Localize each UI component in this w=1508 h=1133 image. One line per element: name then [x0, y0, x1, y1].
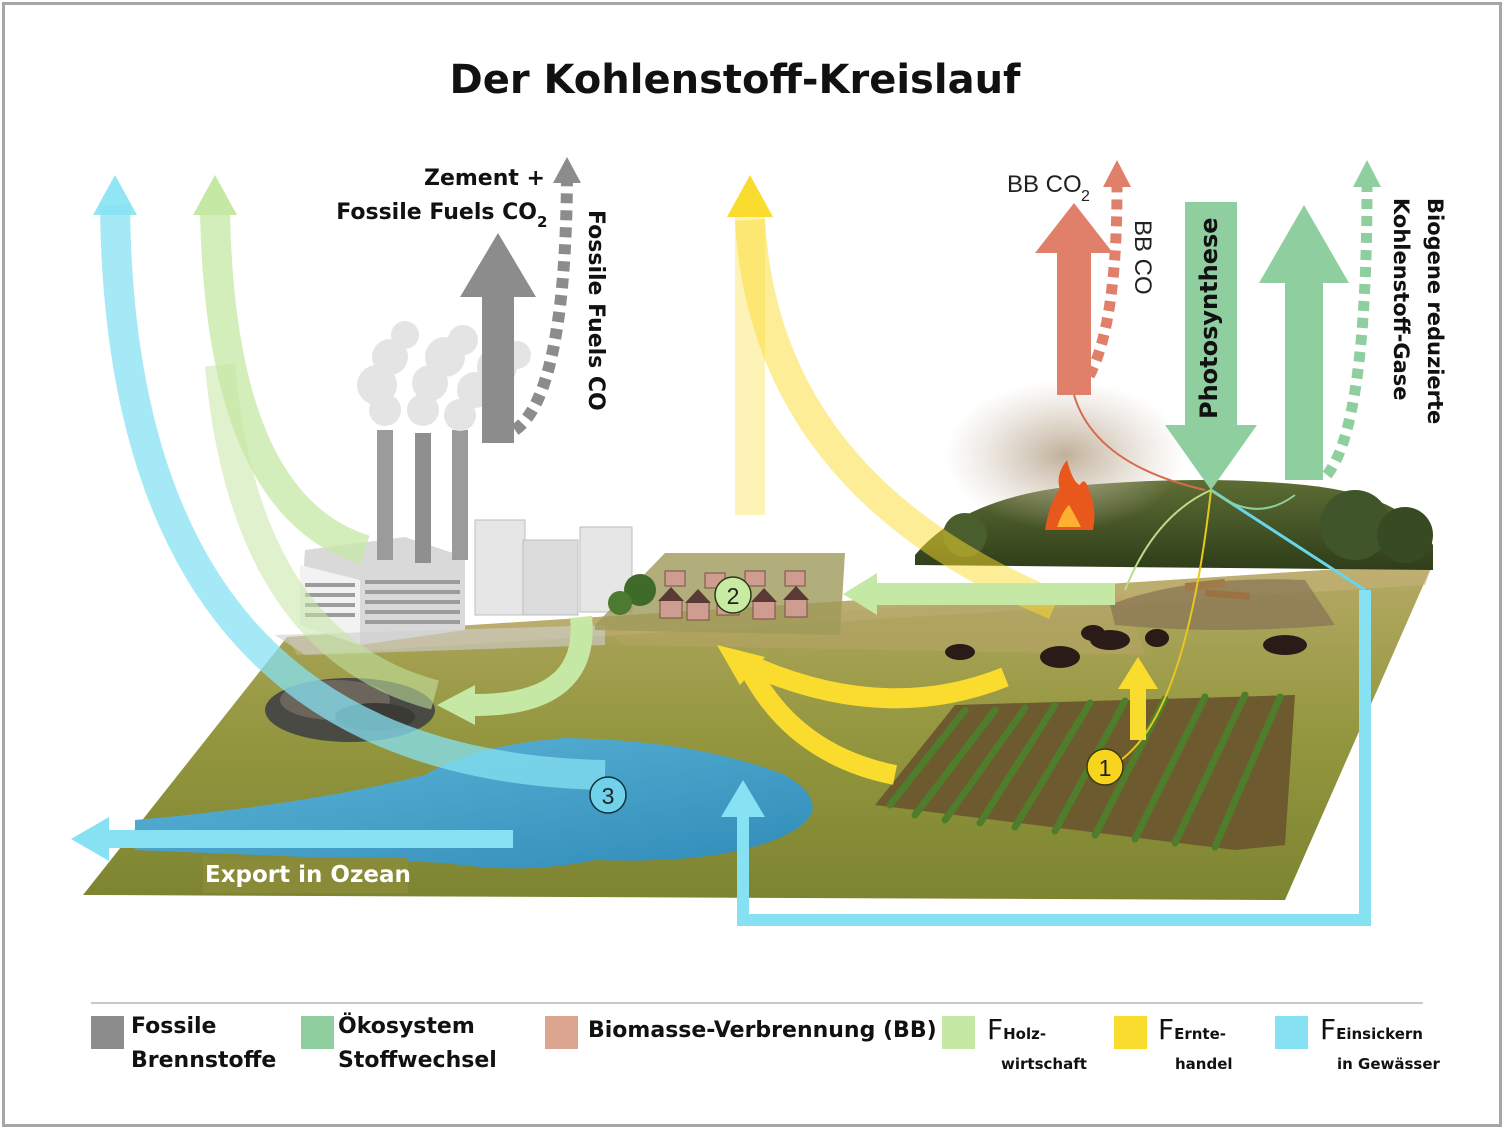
- label-bb-co2: BB CO: [1007, 171, 1082, 198]
- label-bb-co2-sub: 2: [1081, 188, 1090, 205]
- arrow-holz-left: [193, 175, 439, 710]
- arrow-ernte-small-up: [1118, 657, 1158, 740]
- arrow-oeko-up: [1259, 205, 1349, 480]
- svg-text:1: 1: [1099, 755, 1112, 781]
- label-bb-co: BB CO: [1129, 220, 1156, 295]
- label-photosynthese: Photosynthese: [1195, 217, 1223, 419]
- arrow-ernte-up: [727, 175, 1061, 619]
- marker-1: 1: [1086, 748, 1124, 786]
- marker-2: 2: [714, 576, 752, 614]
- legend-ernte-label: FErnte- handel: [1158, 1013, 1233, 1073]
- legend-swatch-einsickern: [1275, 1016, 1308, 1049]
- legend-fossil-line1: Fossile: [131, 1014, 217, 1039]
- flow-lines: [1112, 488, 1366, 766]
- marker-3: 3: [589, 776, 627, 814]
- arrow-bb-co: [1075, 160, 1131, 394]
- cleared-field: [1110, 578, 1335, 630]
- arrow-photosynthese: [1165, 202, 1257, 490]
- legend-holz-label: FHolz- wirtschaft: [987, 1013, 1087, 1073]
- arrow-fossil-co: [511, 157, 581, 435]
- cow-icon: [945, 625, 1307, 668]
- legend-fossil-line2: Brennstoffe: [131, 1048, 277, 1073]
- arrow-holz-to-houses: [843, 573, 1115, 615]
- label-biogene-line1: Biogene reduzierte: [1423, 198, 1447, 424]
- arrow-einsickern-loop-head: [721, 780, 765, 817]
- arrow-export: [71, 817, 513, 861]
- diagram-title: Der Kohlenstoff-Kreislauf: [450, 57, 1022, 103]
- label-biogene-line2: Kohlenstoff-Gase: [1389, 198, 1413, 401]
- legend-swatch-oeko: [301, 1016, 334, 1049]
- legend-einsickern-label: FEinsickern in Gewässer: [1320, 1013, 1440, 1073]
- arrow-bb-co2: [1035, 203, 1206, 491]
- arrow-einsickern-loop: [737, 590, 1371, 926]
- arrow-fossil-co2: [460, 233, 536, 443]
- fire-icon: [945, 380, 1185, 530]
- legend-oeko-line2: Stoffwechsel: [338, 1048, 497, 1073]
- svg-text:2: 2: [727, 583, 740, 609]
- label-fossile-fuels-co2-sub: 2: [537, 213, 547, 231]
- label-fossile-fuels-co2: Fossile Fuels CO: [336, 200, 537, 225]
- legend-swatch-bb: [545, 1016, 578, 1049]
- legend-swatch-fossil: [91, 1016, 124, 1049]
- legend-bb-label: Biomasse-Verbrennung (BB): [588, 1018, 937, 1043]
- legend-divider: [91, 1002, 1423, 1004]
- legend-swatch-ernte: [1114, 1016, 1147, 1049]
- carbon-cycle-diagram: Der Kohlenstoff-Kreislauf: [71, 57, 1447, 926]
- arrow-ernte-to-houses: [717, 645, 1009, 785]
- legend-oeko-line1: Ökosystem: [338, 1014, 475, 1039]
- label-fossile-fuels-co: Fossile Fuels CO: [583, 210, 608, 411]
- svg-text:3: 3: [602, 783, 615, 809]
- export-label-bg: [203, 857, 408, 893]
- export-label: Export in Ozean: [205, 862, 411, 888]
- arrow-houses-to-landfill: [437, 615, 593, 725]
- label-zement: Zement +: [424, 166, 545, 191]
- arrow-biogene: [1322, 160, 1381, 479]
- legend-swatch-holz: [942, 1016, 975, 1049]
- arrow-einsickern-left: [93, 175, 606, 790]
